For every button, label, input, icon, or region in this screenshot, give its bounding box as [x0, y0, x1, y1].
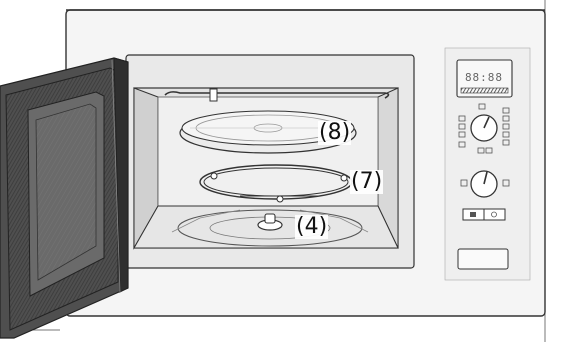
drive-shaft — [171, 209, 369, 247]
door-release-button[interactable] — [457, 248, 509, 270]
display-readout: 88:88 — [464, 71, 504, 84]
roller-ring-callout: (7) — [350, 169, 384, 194]
button-icon[interactable] — [462, 208, 506, 221]
power-knob-icon[interactable] — [460, 170, 510, 198]
roller-ring — [199, 164, 353, 203]
control-panel — [444, 47, 531, 281]
open-door — [0, 57, 129, 339]
drive-shaft-callout: (4) — [295, 214, 329, 239]
program-knob-icon[interactable] — [458, 103, 510, 154]
turntable-callout: (8) — [318, 120, 352, 145]
